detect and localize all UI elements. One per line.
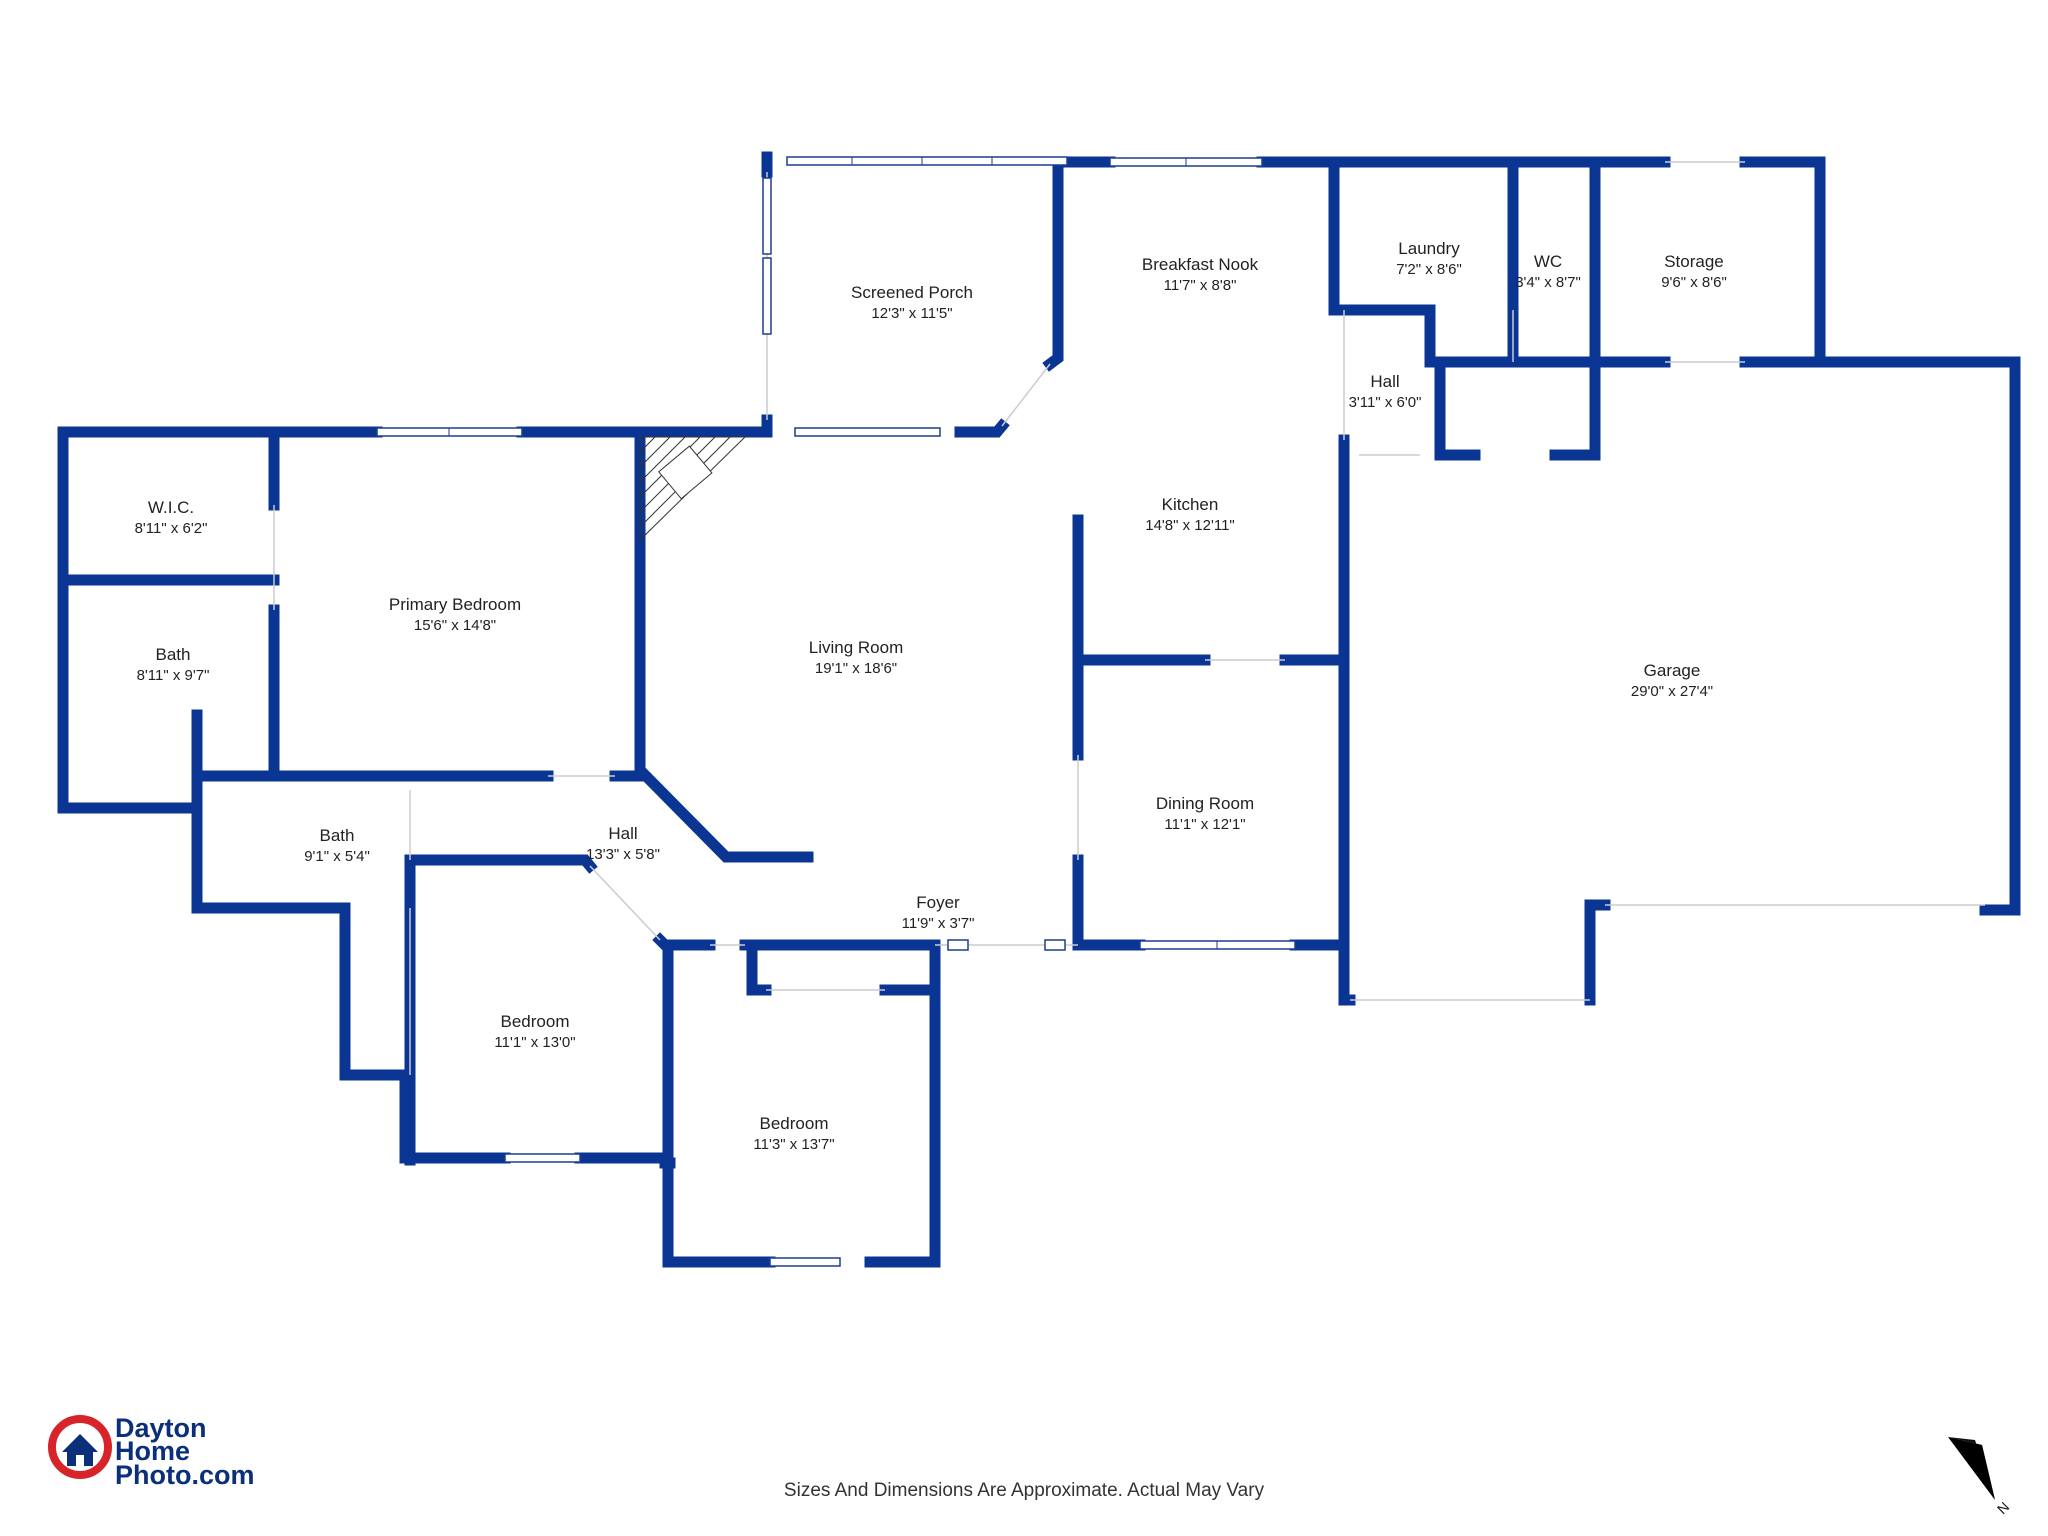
room-storage: Storage 9'6" x 8'6" — [1661, 252, 1727, 291]
svg-text:3'4" x 8'7": 3'4" x 8'7" — [1515, 274, 1581, 291]
svg-text:Kitchen: Kitchen — [1162, 495, 1219, 514]
room-labels: Screened Porch 12'3" x 11'5" Breakfast No… — [135, 239, 1727, 1153]
room-bath-hall: Bath 9'1" x 5'4" — [304, 826, 370, 865]
svg-text:Hall: Hall — [608, 824, 637, 843]
svg-text:Laundry: Laundry — [1398, 239, 1460, 258]
disclaimer-text: Sizes And Dimensions Are Approximate. Ac… — [783, 1480, 1265, 1501]
svg-text:WC: WC — [1534, 252, 1562, 271]
room-kitchen: Kitchen 14'8" x 12'11" — [1145, 495, 1235, 534]
svg-text:19'1" x 18'6": 19'1" x 18'6" — [815, 660, 897, 677]
svg-text:13'3" x 5'8": 13'3" x 5'8" — [586, 846, 660, 863]
room-primary-bedroom: Primary Bedroom 15'6" x 14'8" — [389, 595, 521, 634]
walls — [57, 151, 2021, 1268]
svg-text:15'6" x 14'8": 15'6" x 14'8" — [414, 617, 496, 634]
room-hall-lower: Hall 13'3" x 5'8" — [586, 824, 660, 863]
svg-text:Screened Porch: Screened Porch — [851, 283, 973, 302]
svg-text:Storage: Storage — [1664, 252, 1724, 271]
svg-text:9'6" x 8'6": 9'6" x 8'6" — [1661, 274, 1727, 291]
svg-text:14'8" x 12'11": 14'8" x 12'11" — [1145, 517, 1235, 534]
svg-text:Hall: Hall — [1370, 372, 1399, 391]
svg-text:Foyer: Foyer — [916, 893, 960, 912]
svg-text:8'11" x 6'2": 8'11" x 6'2" — [135, 520, 208, 537]
porch-window-left-1 — [762, 177, 772, 255]
porch-window-top — [786, 156, 1068, 166]
svg-text:Breakfast Nook: Breakfast Nook — [1142, 255, 1259, 274]
stairs — [639, 436, 747, 542]
porch-window-bottom — [794, 427, 941, 437]
svg-text:29'0" x 27'4": 29'0" x 27'4" — [1631, 683, 1713, 700]
svg-text:8'11" x 9'7": 8'11" x 9'7" — [137, 667, 210, 684]
windows — [376, 156, 1296, 1267]
room-dining-room: Dining Room 11'1" x 12'1" — [1156, 794, 1254, 833]
north-arrow-icon: N — [1948, 1437, 2012, 1517]
svg-text:Living Room: Living Room — [809, 638, 904, 657]
logo-line-2: Home — [115, 1436, 190, 1466]
svg-text:W.I.C.: W.I.C. — [148, 498, 194, 517]
svg-text:Bath: Bath — [320, 826, 355, 845]
svg-text:Bedroom: Bedroom — [760, 1114, 829, 1133]
svg-text:Bath: Bath — [156, 645, 191, 664]
svg-text:12'3" x 11'5": 12'3" x 11'5" — [871, 305, 952, 322]
room-hall-upper: Hall 3'11" x 6'0" — [1349, 372, 1422, 411]
logo-line-1: Dayton — [115, 1413, 207, 1443]
room-foyer: Foyer 11'9" x 3'7" — [902, 893, 975, 932]
svg-text:11'9" x 3'7": 11'9" x 3'7" — [902, 915, 975, 932]
room-garage: Garage 29'0" x 27'4" — [1631, 661, 1713, 700]
svg-text:Primary Bedroom: Primary Bedroom — [389, 595, 521, 614]
svg-text:11'1" x 12'1": 11'1" x 12'1" — [1164, 816, 1245, 833]
logo-line-3: Photo.com — [115, 1460, 255, 1490]
room-wc: WC 3'4" x 8'7" — [1515, 252, 1581, 291]
room-wic: W.I.C. 8'11" x 6'2" — [135, 498, 208, 537]
svg-text:Garage: Garage — [1644, 661, 1701, 680]
room-bath-primary: Bath 8'11" x 9'7" — [137, 645, 210, 684]
svg-text:3'11" x 6'0": 3'11" x 6'0" — [1349, 394, 1422, 411]
svg-text:11'3" x 13'7": 11'3" x 13'7" — [753, 1136, 834, 1153]
bedroom1-window — [504, 1153, 581, 1163]
foyer-sidelight-left — [947, 939, 969, 951]
svg-text:Dining Room: Dining Room — [1156, 794, 1254, 813]
room-breakfast-nook: Breakfast Nook 11'7" x 8'8" — [1142, 255, 1259, 294]
openings — [273, 161, 1985, 1075]
porch-window-left-2 — [762, 257, 772, 335]
svg-text:9'1" x 5'4": 9'1" x 5'4" — [304, 848, 370, 865]
room-living-room: Living Room 19'1" x 18'6" — [809, 638, 904, 677]
svg-text:11'7" x 8'8": 11'7" x 8'8" — [1164, 277, 1237, 294]
room-bedroom-1: Bedroom 11'1" x 13'0" — [494, 1012, 575, 1051]
svg-text:11'1" x 13'0": 11'1" x 13'0" — [494, 1034, 575, 1051]
room-laundry: Laundry 7'2" x 8'6" — [1396, 239, 1462, 278]
svg-text:7'2" x 8'6": 7'2" x 8'6" — [1396, 261, 1462, 278]
dayton-home-photo-logo: Dayton Home Photo.com — [48, 1413, 255, 1490]
room-screened-porch: Screened Porch 12'3" x 11'5" — [851, 283, 973, 322]
room-bedroom-2: Bedroom 11'3" x 13'7" — [753, 1114, 834, 1153]
bedroom2-window — [769, 1257, 841, 1267]
svg-text:Bedroom: Bedroom — [501, 1012, 570, 1031]
foyer-sidelight-right — [1044, 939, 1066, 951]
